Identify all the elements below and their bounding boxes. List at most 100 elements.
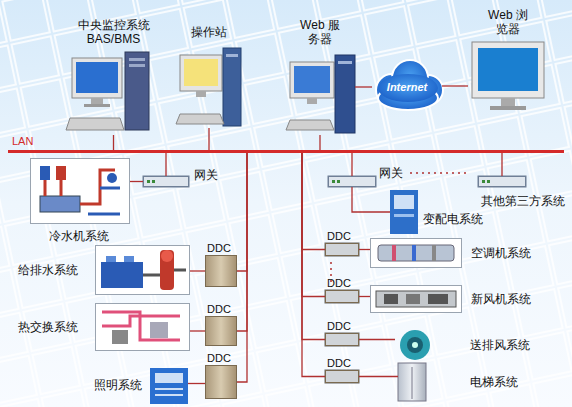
fresh-air-picture-part xyxy=(376,291,456,307)
ddc-controller: DDC xyxy=(205,316,237,346)
network-link xyxy=(352,187,390,212)
gateway-leds-part xyxy=(152,180,155,183)
fresh-air-picture-part xyxy=(428,294,448,304)
subsystem-box: 热交换系统 xyxy=(95,303,190,351)
pc-central-part xyxy=(125,52,149,130)
ddc-label: DDC xyxy=(327,276,351,290)
network-link xyxy=(130,181,143,182)
pc-web-server-part xyxy=(338,61,352,64)
web-browser-monitor-part xyxy=(490,106,526,110)
pc-web-server-part xyxy=(294,66,330,93)
ddc-controller: DDC xyxy=(325,333,359,346)
pc-web-server xyxy=(286,55,355,133)
subsystem-box: 冷水机系统 xyxy=(30,158,130,224)
pc-central xyxy=(66,52,149,130)
lighting-cabinet: 照明系统 xyxy=(150,368,188,404)
ddc-right-part xyxy=(325,243,359,256)
web-server: Web 服务器 xyxy=(285,18,355,135)
ddc-left-part xyxy=(205,255,237,287)
lighting-cabinet-part xyxy=(155,373,183,383)
node-label: 中央监控系统 BAS/BMS xyxy=(71,18,156,46)
network-link xyxy=(188,383,205,384)
node-label: Web 浏览器 xyxy=(483,8,533,36)
ddc-controller: DDC xyxy=(325,370,359,383)
node-label: 照明系统 xyxy=(94,378,142,392)
operator-station: 操作站 xyxy=(175,25,243,128)
fan-picture-part xyxy=(400,330,430,360)
water-picture-part xyxy=(160,250,174,290)
network-link xyxy=(359,296,370,297)
ddc-left-part xyxy=(205,365,237,399)
lighting-cabinet xyxy=(150,368,188,404)
heat-exchange-picture xyxy=(95,303,190,351)
elevator-unit: 电梯系统 xyxy=(398,363,426,401)
lighting-cabinet-part xyxy=(150,368,188,404)
pc-web-server-part xyxy=(286,120,334,130)
power-cabinet-part xyxy=(394,214,414,217)
network-link xyxy=(359,249,370,250)
pc-central-part xyxy=(76,62,118,93)
network-link xyxy=(190,270,205,271)
ddc-left xyxy=(205,255,237,399)
heat-exchange-picture-part xyxy=(95,303,190,351)
network-link xyxy=(359,376,398,377)
ddc-label: DDC xyxy=(207,302,231,316)
pc-central-part xyxy=(129,64,145,67)
node-label: 操作站 xyxy=(179,25,239,39)
pc-central-part xyxy=(129,58,145,61)
network-link xyxy=(237,153,247,331)
gateway-leds-part xyxy=(482,180,485,183)
chiller-picture-part xyxy=(40,166,50,180)
ddc-right-part xyxy=(325,290,359,303)
water-picture-part xyxy=(106,256,116,262)
gateway-leds-part xyxy=(337,180,340,183)
network-link xyxy=(319,135,320,150)
ddc-label: DDC xyxy=(327,356,351,370)
node-label: 给排水系统 xyxy=(18,263,78,277)
bus-label: LAN xyxy=(12,134,33,148)
node-label: 空调机系统 xyxy=(471,246,531,260)
ddc-controller: DDC xyxy=(205,255,237,287)
node-label: 网关 xyxy=(194,168,218,182)
ddc-label: DDC xyxy=(327,229,351,243)
network-link xyxy=(302,153,325,250)
water-picture-part xyxy=(101,262,143,288)
chiller-picture-part xyxy=(56,166,66,180)
ddc-label: DDC xyxy=(207,351,231,365)
web-browser: Web 浏览器 xyxy=(468,8,548,110)
ellipsis-dots-part xyxy=(410,172,470,174)
pc-central-part xyxy=(84,104,110,107)
ahu-picture-part xyxy=(412,245,416,261)
node-label: Web 服务器 xyxy=(295,18,345,46)
chiller-picture-part xyxy=(88,188,120,214)
fresh-air-picture xyxy=(370,285,462,313)
ddc-label: DDC xyxy=(207,241,231,255)
ddc-controller: DDC xyxy=(205,365,237,399)
ddc-right-part xyxy=(325,370,359,383)
power-cabinet-part xyxy=(394,195,414,209)
node-label: 新风机系统 xyxy=(471,292,531,306)
node-label: 电梯系统 xyxy=(470,375,518,389)
network-link xyxy=(237,153,247,271)
gateway-leds-part xyxy=(147,180,150,183)
ddc-label: DDC xyxy=(327,319,351,333)
water-picture-part xyxy=(161,250,173,262)
ahu-picture xyxy=(370,238,462,268)
pc-web-server-part xyxy=(307,98,317,104)
node-label: 送排风系统 xyxy=(470,338,530,352)
subsystem-box: 新风机系统 xyxy=(370,285,462,313)
elevator-picture-part xyxy=(398,363,426,401)
ddc-left-part xyxy=(205,316,237,346)
web-browser-monitor xyxy=(472,42,544,110)
fresh-air-picture-part xyxy=(406,294,420,304)
water-picture xyxy=(95,245,190,295)
heat-exchange-picture-part xyxy=(150,322,168,338)
network-link xyxy=(359,339,395,340)
power-cabinet: 变配电系统 xyxy=(390,190,418,234)
gateway: 其他第三方系统 xyxy=(478,176,526,187)
node-label: 冷水机系统 xyxy=(49,229,109,243)
fan-picture-part xyxy=(412,342,418,348)
